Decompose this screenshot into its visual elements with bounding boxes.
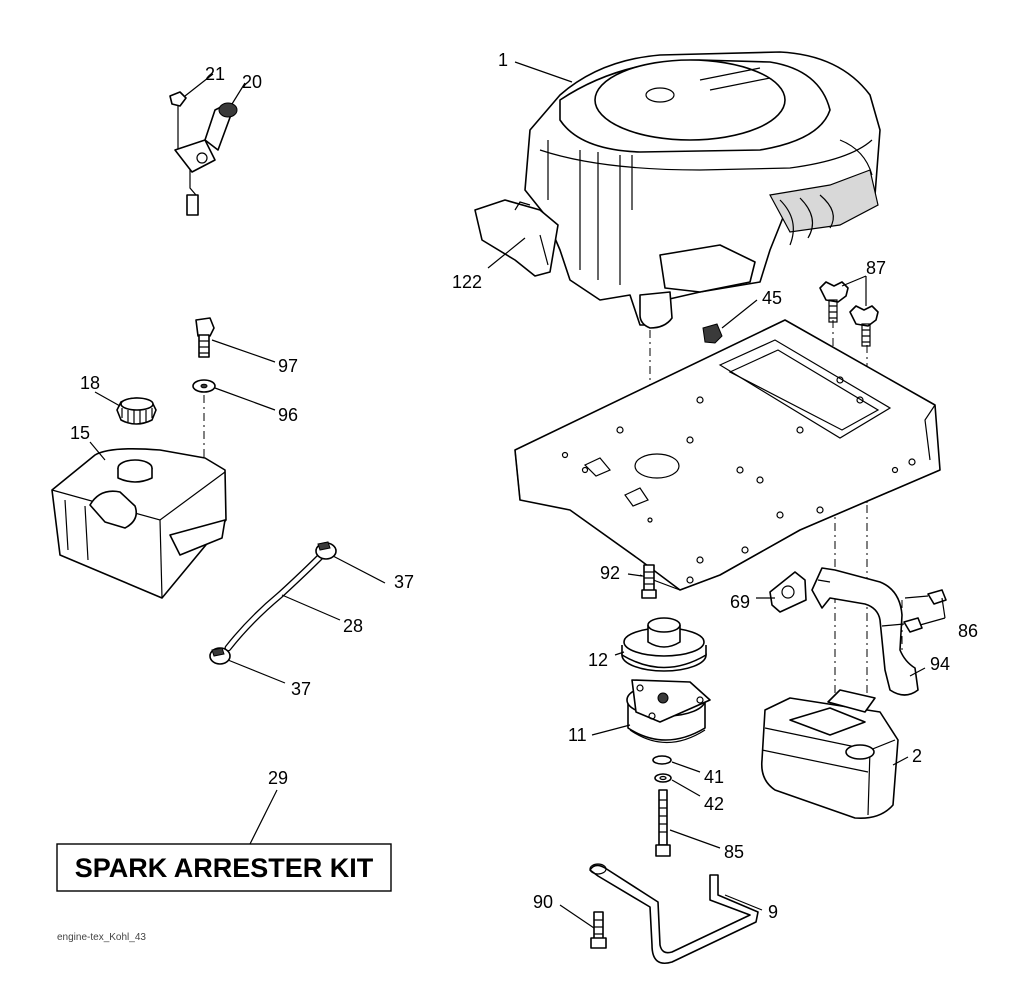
frame-holes bbox=[561, 376, 916, 584]
part-87-knobs bbox=[819, 281, 879, 347]
part-90-bolt bbox=[590, 911, 607, 949]
part-97-bolt bbox=[195, 317, 215, 358]
part-37-clamp-lower bbox=[209, 647, 231, 665]
spark-arrester-kit-box: SPARK ARRESTER KIT bbox=[56, 843, 392, 892]
callout-15: 15 bbox=[70, 423, 90, 443]
callout-1: 1 bbox=[498, 50, 508, 70]
callout-28: 28 bbox=[343, 616, 363, 636]
part-20-throttle-control bbox=[174, 102, 238, 216]
callout-122: 122 bbox=[452, 272, 482, 292]
part-69-gasket bbox=[769, 571, 807, 613]
engine bbox=[524, 51, 881, 329]
part-18-fuel-cap bbox=[116, 397, 157, 425]
part-41-washer bbox=[652, 755, 672, 765]
part-21-bolt bbox=[169, 91, 187, 150]
callout-11: 11 bbox=[568, 725, 587, 745]
part-92-bolt bbox=[641, 564, 657, 599]
callout-85: 85 bbox=[724, 842, 744, 862]
callout-18: 18 bbox=[80, 373, 100, 393]
part-86-bolts bbox=[881, 589, 947, 633]
part-37-clamp-upper bbox=[315, 541, 337, 560]
callout-37-lower: 37 bbox=[291, 679, 311, 699]
callout-94: 94 bbox=[930, 654, 950, 674]
diagram-code: engine-tex_Kohl_43 bbox=[57, 932, 146, 943]
part-9-rod bbox=[589, 863, 759, 964]
callout-45: 45 bbox=[762, 288, 782, 308]
callout-90: 90 bbox=[533, 892, 553, 912]
callout-labels: 1 122 45 87 21 20 97 96 18 15 37 28 37 2… bbox=[70, 50, 978, 922]
part-12-pulley bbox=[621, 617, 707, 672]
part-122-shield bbox=[474, 199, 559, 277]
part-28-fuel-line bbox=[224, 551, 326, 652]
callout-96: 96 bbox=[278, 405, 298, 425]
callout-9: 9 bbox=[768, 902, 778, 922]
callout-87: 87 bbox=[866, 258, 886, 278]
callout-20: 20 bbox=[242, 72, 262, 92]
part-15-fuel-tank bbox=[51, 447, 227, 599]
part-11-clutch bbox=[626, 679, 711, 744]
part-2-muffler bbox=[760, 689, 899, 820]
callout-42: 42 bbox=[704, 794, 724, 814]
part-45-nut bbox=[702, 323, 723, 344]
callout-2: 2 bbox=[912, 746, 922, 766]
callout-29: 29 bbox=[268, 768, 288, 788]
callout-97: 97 bbox=[278, 356, 298, 376]
callout-86: 86 bbox=[958, 621, 978, 641]
part-94-exhaust-pipe bbox=[811, 567, 919, 696]
callout-69: 69 bbox=[730, 592, 750, 612]
callout-37-upper: 37 bbox=[394, 572, 414, 592]
callout-41: 41 bbox=[704, 767, 724, 787]
spark-arrester-kit-label: SPARK ARRESTER KIT bbox=[75, 853, 374, 883]
callout-21: 21 bbox=[205, 64, 225, 84]
leader-lines bbox=[89, 61, 946, 929]
part-96-washer bbox=[192, 379, 216, 393]
part-85-bolt bbox=[655, 789, 671, 857]
callout-12: 12 bbox=[588, 650, 608, 670]
frame-plate bbox=[514, 319, 941, 591]
callout-92: 92 bbox=[600, 563, 620, 583]
part-42-washer bbox=[654, 773, 672, 783]
